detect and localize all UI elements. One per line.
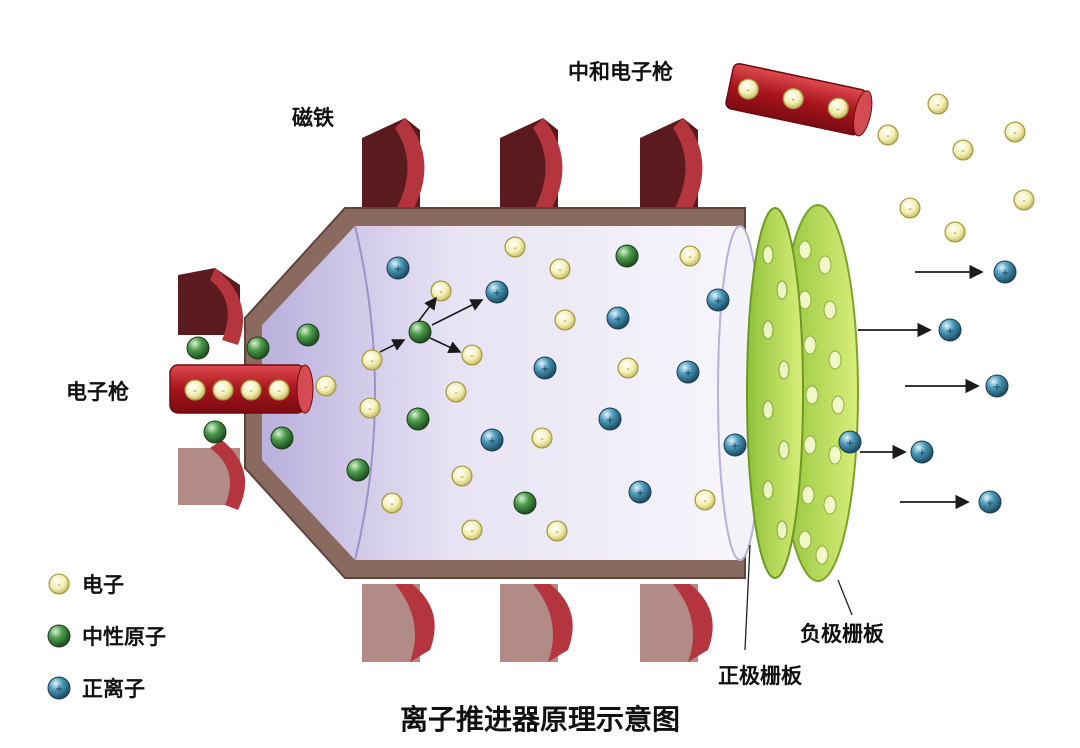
positive-ion	[386, 256, 410, 280]
magnet-top-group	[362, 118, 703, 212]
electron	[877, 124, 899, 146]
electron	[679, 245, 701, 267]
legend-label: 中性原子	[82, 625, 166, 649]
legend-electron: 电子	[46, 558, 166, 610]
electron-gun	[169, 364, 314, 414]
electron	[445, 381, 467, 403]
electron	[461, 344, 483, 366]
label-neutralizer-gun: 中和电子枪	[568, 60, 673, 84]
legend-neutral: 中性原子	[46, 610, 166, 662]
neutral-atom	[186, 336, 210, 360]
magnet-bottom-2	[500, 584, 558, 662]
neutral-atom	[408, 320, 432, 344]
electron	[927, 93, 949, 115]
neutral-atom	[615, 244, 639, 268]
electron	[381, 492, 403, 514]
positive-ion	[910, 440, 934, 464]
positive-grid	[746, 207, 804, 579]
positive-ion	[606, 306, 630, 330]
electron	[531, 427, 553, 449]
diagram-title: 离子推进器原理示意图	[399, 703, 680, 736]
positive-ion	[938, 318, 962, 342]
positive-ion	[598, 407, 622, 431]
positive-ion	[533, 356, 557, 380]
leader-lines	[744, 544, 853, 651]
electron	[1013, 189, 1035, 211]
collision-arrows	[379, 296, 484, 354]
electron	[461, 519, 483, 541]
label-positive-grid: 正极栅板	[718, 664, 802, 688]
positive-ion	[985, 374, 1009, 398]
magnet-bottom-3	[640, 584, 698, 662]
magnet-electron-gun	[178, 268, 246, 510]
electron	[546, 520, 568, 542]
neutral-atom-icon	[47, 624, 71, 648]
legend-ion: 正离子	[46, 662, 166, 714]
neutral-atom	[270, 426, 294, 450]
legend-label: 正离子	[82, 677, 145, 701]
electron	[359, 397, 381, 419]
legend-label: 电子	[82, 573, 124, 597]
neutral-atom	[406, 407, 430, 431]
neutral-atom	[203, 420, 227, 444]
electron	[617, 357, 639, 379]
positive-ion	[723, 433, 747, 457]
electron	[504, 236, 526, 258]
label-electron-gun: 电子枪	[66, 380, 129, 404]
label-negative-grid: 负极栅板	[800, 622, 884, 646]
positive-ion	[485, 280, 509, 304]
neutral-atom	[346, 458, 370, 482]
electron	[944, 221, 966, 243]
legend: 电子 中性原子 正离子	[46, 558, 166, 714]
magnet-bottom-1	[362, 584, 420, 662]
label-magnet: 磁铁	[292, 106, 334, 130]
positive-ion	[676, 360, 700, 384]
neutral-atom	[296, 323, 320, 347]
electron	[952, 139, 974, 161]
electron	[554, 309, 576, 331]
electron	[430, 280, 452, 302]
neutral-atom	[513, 491, 537, 515]
neutralizer-electron-gun	[725, 62, 873, 137]
electron-icon	[48, 573, 70, 595]
positive-ion	[480, 428, 504, 452]
electron	[451, 465, 473, 487]
positive-ion	[628, 480, 652, 504]
magnet-bottom-group	[362, 584, 713, 662]
electron	[1004, 121, 1026, 143]
electron	[694, 489, 716, 511]
neutral-atom	[246, 336, 270, 360]
positive-ion	[838, 430, 862, 454]
positive-ion	[706, 288, 730, 312]
electron	[361, 349, 383, 371]
positive-ion	[978, 490, 1002, 514]
exhaust-arrows	[858, 264, 984, 510]
electron	[549, 258, 571, 280]
electron	[315, 375, 337, 397]
electron	[899, 197, 921, 219]
positive-ion	[993, 260, 1017, 284]
